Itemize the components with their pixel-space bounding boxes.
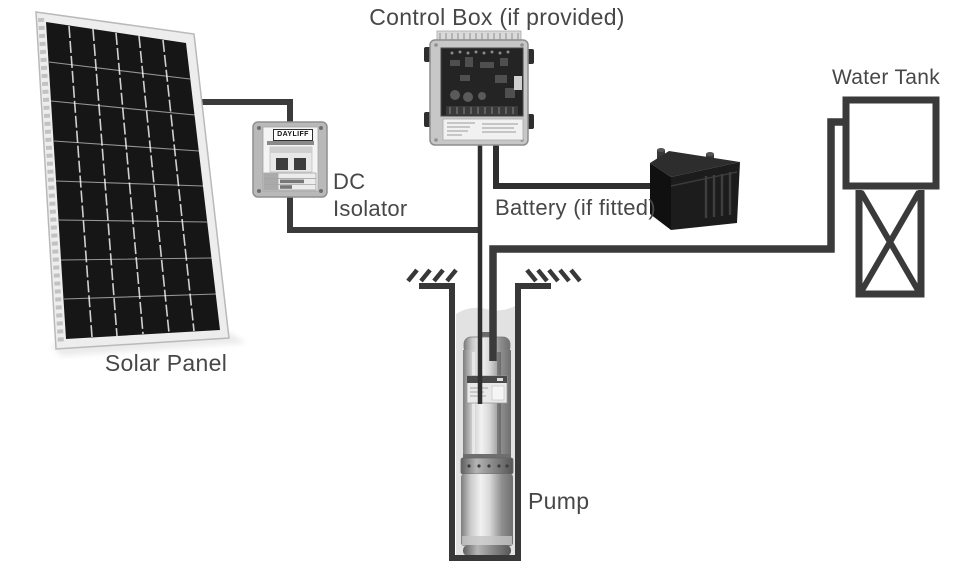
pump-body-highlight [472, 352, 475, 456]
dc-isolator-subtitle-strip [267, 141, 314, 145]
pump-bottom-cap [463, 545, 511, 556]
solar-panel-grid-horizontal [48, 61, 217, 300]
pump-body-shading [497, 352, 501, 456]
control-box-label: Control Box (if provided) [369, 4, 625, 30]
isolator-brand-label: DAYLIFF [273, 129, 313, 141]
dc-isolator-label-line1: DC [333, 169, 366, 194]
battery-terminal-left [657, 150, 665, 161]
tank-stand [855, 190, 925, 298]
tank-cross-brace [858, 190, 922, 294]
pipe-pump-to-tank [489, 118, 846, 361]
solar-panel [35, 11, 246, 356]
pump-clamp-ring [460, 457, 514, 475]
water-tank-label: Water Tank [831, 66, 941, 89]
control-box-pcb-window [440, 47, 524, 117]
water-tank [842, 96, 940, 298]
pump-motor [461, 474, 513, 546]
solar-panel-frame-edge [38, 17, 64, 345]
pump-label-plate [466, 375, 508, 404]
pump [460, 332, 514, 556]
dc-isolator-label-line2: Isolator [333, 196, 408, 221]
control-box-label-plate [442, 118, 524, 141]
control-box [424, 30, 534, 146]
dc-isolator-spec-table [263, 172, 317, 191]
ground-symbol-left [406, 268, 458, 283]
battery-cable [493, 143, 656, 189]
water-tank-body [842, 96, 940, 190]
solar-panel-label: Solar Panel [104, 350, 228, 376]
battery-end-face [650, 163, 671, 230]
battery-label: Battery (if fitted) [495, 195, 656, 220]
battery-top-face [650, 151, 740, 177]
ground-symbol-right [525, 268, 582, 283]
pump-body [463, 350, 511, 458]
pump-outlet-fitting [482, 332, 494, 340]
pump-joint-shadow [463, 454, 511, 458]
pump-label: Pump [528, 488, 590, 514]
battery [650, 148, 740, 230]
dc-isolator-breaker-image [269, 146, 313, 173]
borehole [419, 283, 551, 561]
dc-isolator-label: DC Isolator [333, 168, 408, 222]
battery-vent-slits [704, 172, 732, 218]
pump-motor-band [462, 536, 512, 545]
